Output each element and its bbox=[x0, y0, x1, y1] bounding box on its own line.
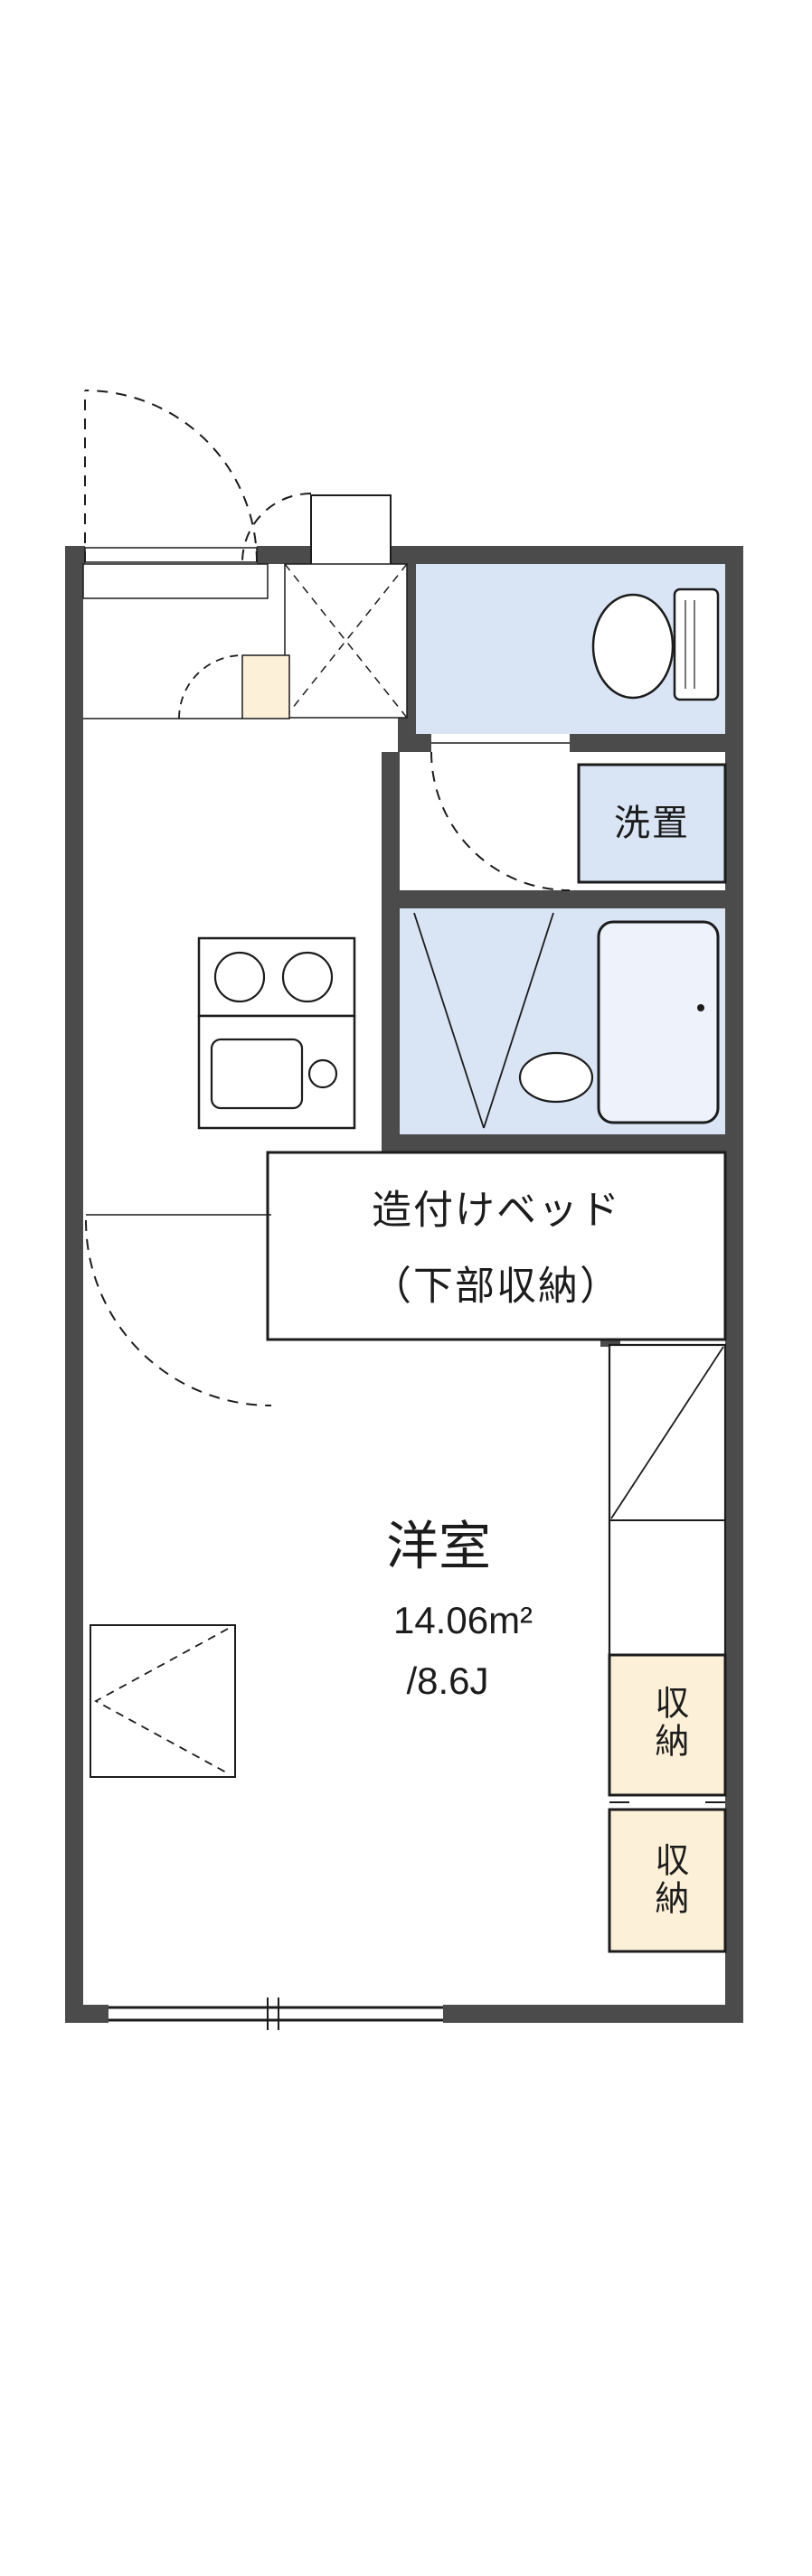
bath-washbasin bbox=[518, 1051, 594, 1104]
interior-walls bbox=[382, 546, 725, 1347]
bathroom-door-fold bbox=[413, 912, 554, 1129]
storage-upper-label: 収納 bbox=[648, 1685, 687, 1761]
built-in-bed-box bbox=[266, 1151, 727, 1341]
storage-lower-label: 収納 bbox=[648, 1842, 687, 1918]
main-room-door-swing-arc bbox=[85, 1214, 272, 1406]
kitchen-stove bbox=[197, 936, 356, 1018]
meter-box bbox=[241, 493, 392, 569]
kitchen-sink bbox=[197, 1014, 356, 1130]
bathtub bbox=[597, 920, 720, 1124]
folding-door-panel bbox=[90, 1624, 236, 1778]
shoe-cabinet bbox=[284, 563, 408, 719]
main-room-area-m2: 14.06m² bbox=[392, 1598, 533, 1641]
main-room-label: 洋室 bbox=[385, 1517, 492, 1576]
washroom-door-swing-arc bbox=[430, 742, 571, 891]
storage-lower-box bbox=[608, 1801, 727, 1953]
entrance-door-swing-arc bbox=[84, 390, 258, 563]
laundry-label: 洗置 bbox=[614, 804, 690, 843]
entrance-door bbox=[84, 547, 258, 563]
window-bottom bbox=[109, 1998, 443, 2030]
storage-upper-box bbox=[608, 1653, 727, 1797]
washing-machine-space bbox=[577, 763, 727, 884]
entry-storage-box bbox=[178, 654, 290, 719]
built-in-bed-label-line1: 造付けベッド bbox=[372, 1188, 621, 1233]
toilet-fixture bbox=[591, 588, 720, 701]
main-room-area-jo: /8.6J bbox=[406, 1659, 489, 1702]
entry-step bbox=[82, 563, 269, 719]
closet-door-panel bbox=[608, 1343, 727, 1657]
built-in-bed-label-line2: （下部収納） bbox=[372, 1264, 621, 1309]
